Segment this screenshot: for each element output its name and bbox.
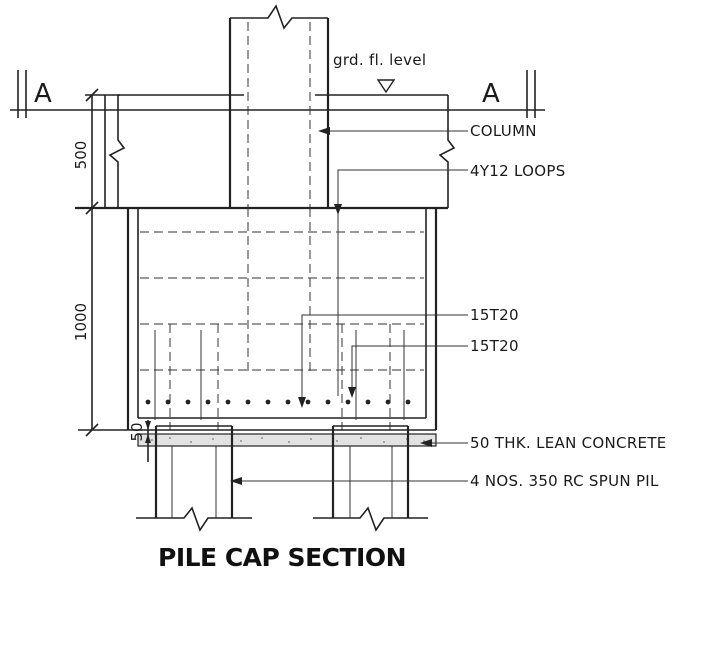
callout-loops: 4Y12 LOOPS xyxy=(470,162,566,180)
dimension-50: 50 xyxy=(128,422,146,441)
level-label: grd. fl. level xyxy=(333,51,426,69)
pile-left xyxy=(136,425,252,532)
dimension-1000: 1000 xyxy=(72,303,90,341)
callout-column: COLUMN xyxy=(470,122,537,140)
leader-column xyxy=(318,127,468,135)
leader-lean-concrete xyxy=(420,439,468,447)
pile-right xyxy=(313,425,428,532)
section-mark-left-letter: A xyxy=(34,79,52,109)
drawing-title: PILE CAP SECTION xyxy=(158,543,406,572)
leader-loops-arrow-icon xyxy=(334,204,342,215)
leader-rebar-top-arrow-icon xyxy=(298,397,306,408)
leader-column-arrow-icon xyxy=(318,127,330,135)
leader-lean-concrete-arrow-icon xyxy=(420,439,432,447)
column-break-icon xyxy=(230,4,328,30)
ground-floor-level: grd. fl. level xyxy=(60,51,470,111)
section-mark-left: A xyxy=(10,70,60,118)
dimension-500: 500 xyxy=(72,141,90,170)
level-marker-icon xyxy=(376,79,396,94)
pile-cap xyxy=(126,208,438,431)
plinth xyxy=(75,95,456,210)
leader-piles xyxy=(230,477,468,485)
callout-rebar-top: 15T20 xyxy=(470,306,519,324)
dimension-lines xyxy=(78,88,158,462)
leader-piles-arrow-icon xyxy=(230,477,242,485)
section-mark-right-letter: A xyxy=(482,79,500,109)
pile-right-break-icon xyxy=(313,506,428,532)
callout-rebar-bottom: 15T20 xyxy=(470,337,519,355)
leader-rebar-top xyxy=(298,314,468,408)
column xyxy=(228,4,330,208)
callout-piles: 4 NOS. 350 RC SPUN PIL xyxy=(470,472,659,490)
pile-left-break-icon xyxy=(136,506,252,532)
plinth-break-right-icon xyxy=(438,95,456,208)
lean-concrete xyxy=(137,433,437,447)
leader-rebar-bottom-arrow-icon xyxy=(348,387,356,398)
leader-loops xyxy=(334,169,468,396)
rebar-dots xyxy=(145,399,411,405)
section-mark-right: A xyxy=(470,70,545,118)
plinth-break-left-icon xyxy=(108,95,126,208)
callout-lean-concrete: 50 THK. LEAN CONCRETE xyxy=(470,434,667,452)
leader-rebar-bottom xyxy=(348,345,468,398)
